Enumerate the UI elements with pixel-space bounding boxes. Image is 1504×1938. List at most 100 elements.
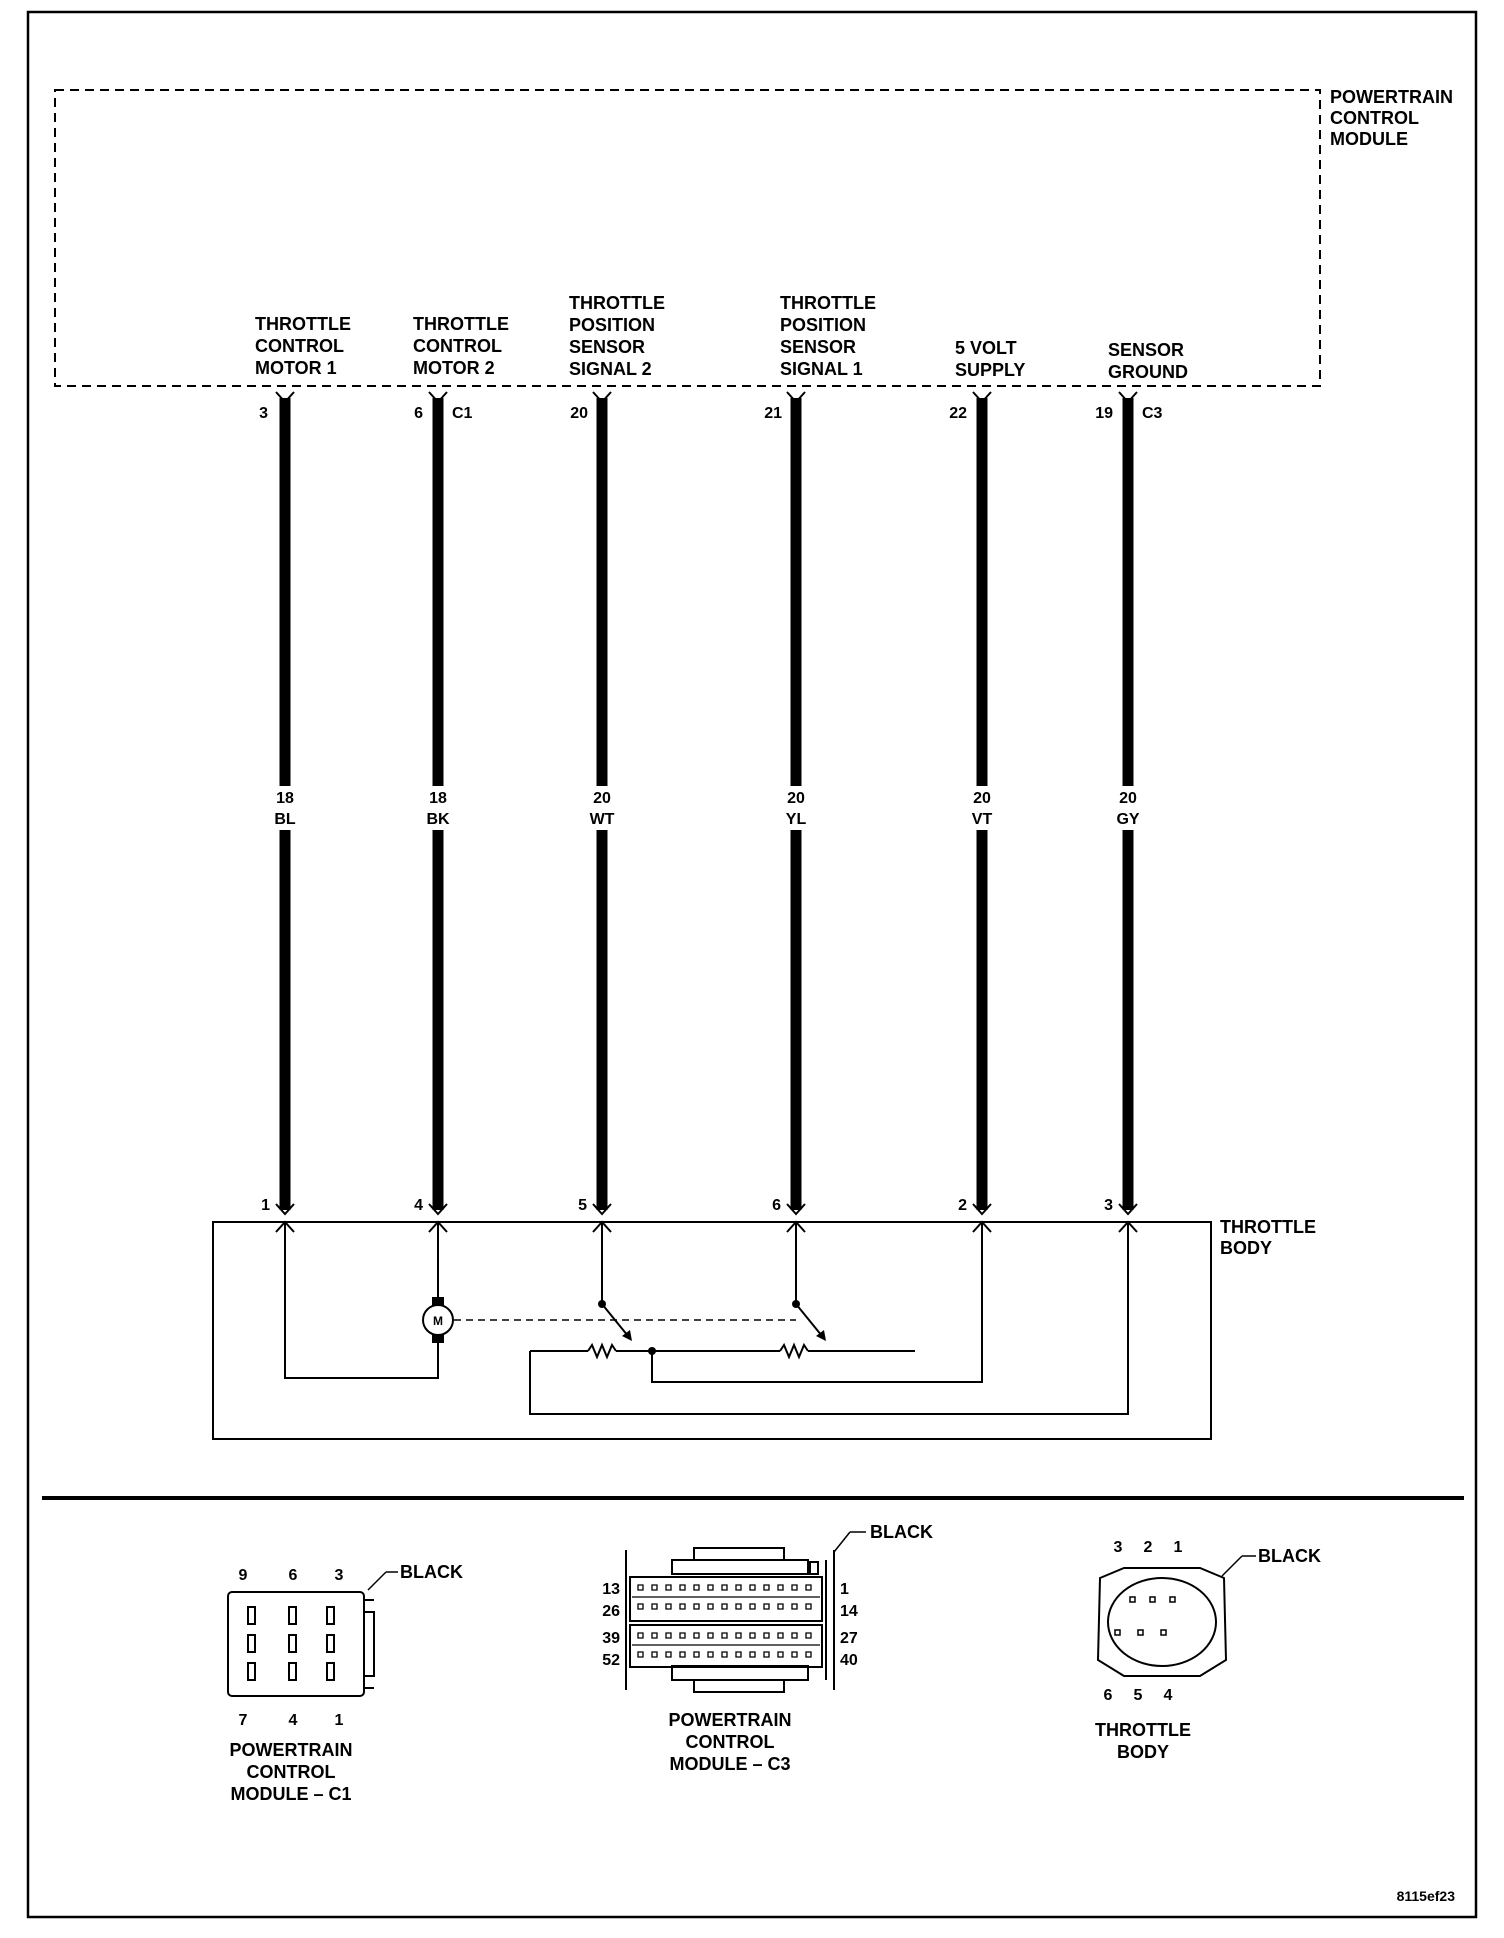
c3-pin-label: 14	[840, 1603, 858, 1620]
signal-label-line: CONTROL	[255, 336, 344, 356]
c3-pin-label: 52	[602, 1652, 620, 1669]
connector-view-pcm-c3-labels: BLACK 13 26 39 52 1 14 27 40 POWERTRAIN …	[602, 1522, 933, 1774]
signal-label-line: CONTROL	[413, 336, 502, 356]
c3-key	[809, 1561, 819, 1575]
c1-caption-line: MODULE – C1	[230, 1784, 351, 1804]
signal-label-line: GROUND	[1108, 362, 1188, 382]
wire-color-label: VT	[972, 811, 993, 828]
signal-label-tps-signal-1: THROTTLE POSITION SENSOR SIGNAL 1	[780, 293, 876, 379]
c3-upper-block	[629, 1576, 823, 1622]
wire-gauge-label: 20	[787, 790, 805, 807]
throttle-body-box	[212, 1221, 1212, 1440]
throttle-body-label: THROTTLE BODY	[1220, 1217, 1316, 1258]
throttle-motor: M	[422, 1297, 454, 1343]
pcm-pin-number: 22	[949, 405, 967, 422]
throttle-body-internal-circuit	[284, 1222, 1129, 1415]
chevron-tb-pin-6	[786, 1203, 806, 1216]
tb-pin-number: 5	[578, 1197, 587, 1214]
wire-color-label: WT	[590, 811, 615, 828]
pcm-module-box	[54, 89, 1321, 387]
pcm-pin-numbers: 3 6 C1 20 21 22 19 C3	[259, 405, 1162, 422]
connector-view-pcm-c3	[625, 1531, 866, 1693]
c3-cavity-grid	[632, 1584, 820, 1658]
signal-label-line: POSITION	[569, 315, 655, 335]
motor-brush-bottom	[432, 1333, 444, 1343]
wire-color-label: YL	[786, 811, 807, 828]
signal-label-line: THROTTLE	[569, 293, 665, 313]
signal-label-line: SENSOR	[569, 337, 645, 357]
tps1-wiper-dot	[792, 1300, 800, 1308]
signal-label-line: MOTOR 1	[255, 358, 337, 378]
tb-pin-cavities	[1114, 1596, 1176, 1636]
tb-view-pin-label: 1	[1174, 1539, 1183, 1556]
motor-icon	[422, 1304, 454, 1336]
c1-cavity	[288, 1606, 297, 1625]
c1-pin-label: 9	[239, 1567, 248, 1584]
chevron-pcm-pin-21	[786, 391, 806, 404]
resistor-junction-dot	[648, 1347, 656, 1355]
chevron-pcm-pin-6	[428, 391, 448, 404]
signal-label-tps-signal-2: THROTTLE POSITION SENSOR SIGNAL 2	[569, 293, 665, 379]
chevron-tb-pin-3	[1118, 1203, 1138, 1216]
c3-pin-label: 1	[840, 1581, 849, 1598]
c1-cavity	[288, 1634, 297, 1653]
wire-color-label: BL	[274, 811, 296, 828]
c1-cavity	[247, 1662, 256, 1681]
tb-cavity	[1114, 1629, 1121, 1636]
tb-pin-number: 2	[958, 1197, 967, 1214]
tb-pin-numbers: 1 4 5 6 2 3	[261, 1197, 1113, 1214]
c1-pin-label: 4	[289, 1712, 298, 1729]
c3-cavity-row-4	[637, 1651, 812, 1658]
wire-gauge-label: 20	[1119, 790, 1137, 807]
tb-view-pin-label: 5	[1134, 1687, 1143, 1704]
c3-top-boss-wide	[671, 1559, 809, 1575]
chevron-tb-pin-2	[972, 1203, 992, 1216]
c1-cavity	[247, 1606, 256, 1625]
signal-label-sensor-ground: SENSOR GROUND	[1108, 340, 1188, 382]
wiper-dots	[598, 1300, 826, 1355]
signal-label-line: SENSOR	[780, 337, 856, 357]
chevron-tb-pin-4	[428, 1203, 448, 1216]
c1-caption-line: CONTROL	[247, 1762, 336, 1782]
c1-cavity	[326, 1606, 335, 1625]
wire-gauge-label: 18	[429, 790, 447, 807]
connector-view-throttle-body-labels: BLACK 3 2 1 6 5 4 THROTTLE BODY	[1095, 1539, 1321, 1762]
tb-cavity	[1169, 1596, 1176, 1603]
c3-top-boss	[693, 1547, 785, 1561]
c1-pin-cavities	[247, 1606, 335, 1681]
c1-latch	[363, 1611, 375, 1677]
c1-pointer	[367, 1571, 387, 1591]
figure-id: 8115ef23	[1397, 1888, 1456, 1904]
c1-pin-label: 1	[335, 1712, 344, 1729]
c1-pin-label: 6	[289, 1567, 298, 1584]
signal-label-line: SUPPLY	[955, 360, 1025, 380]
c3-color-label: BLACK	[870, 1522, 933, 1542]
c1-color-label: BLACK	[400, 1562, 463, 1582]
signal-label-line: 5 VOLT	[955, 338, 1017, 358]
pcm-connector-id: C3	[1142, 405, 1163, 422]
wire-color-label: BK	[426, 811, 450, 828]
tb-view-pin-label: 6	[1104, 1687, 1113, 1704]
tb-cavity	[1137, 1629, 1144, 1636]
c3-bottom-boss	[693, 1679, 785, 1693]
outer-frame	[26, 10, 1478, 1919]
connector-view-throttle-body	[1096, 1555, 1256, 1677]
tb-pin-number: 6	[772, 1197, 781, 1214]
c3-lower-block	[629, 1624, 823, 1668]
c3-caption-line: CONTROL	[686, 1732, 775, 1752]
signal-label-throttle-control-motor-2: THROTTLE CONTROL MOTOR 2	[413, 314, 509, 378]
pcm-label-line-1: POWERTRAIN	[1330, 87, 1453, 107]
signal-label-line: THROTTLE	[780, 293, 876, 313]
chevron-pcm-pin-3	[275, 391, 295, 404]
c1-pin-label: 7	[239, 1712, 248, 1729]
ground-internal-wire	[529, 1222, 1129, 1415]
tb-view-pin-label: 4	[1164, 1687, 1173, 1704]
chevron-tb-pin-1	[275, 1203, 295, 1216]
c3-pointer	[833, 1531, 851, 1553]
c3-caption-line: MODULE – C3	[669, 1754, 790, 1774]
tb-pointer	[1221, 1555, 1243, 1577]
c1-pin-label: 3	[335, 1567, 344, 1584]
c3-pin-label: 40	[840, 1652, 858, 1669]
tb-pin-number: 4	[414, 1197, 423, 1214]
